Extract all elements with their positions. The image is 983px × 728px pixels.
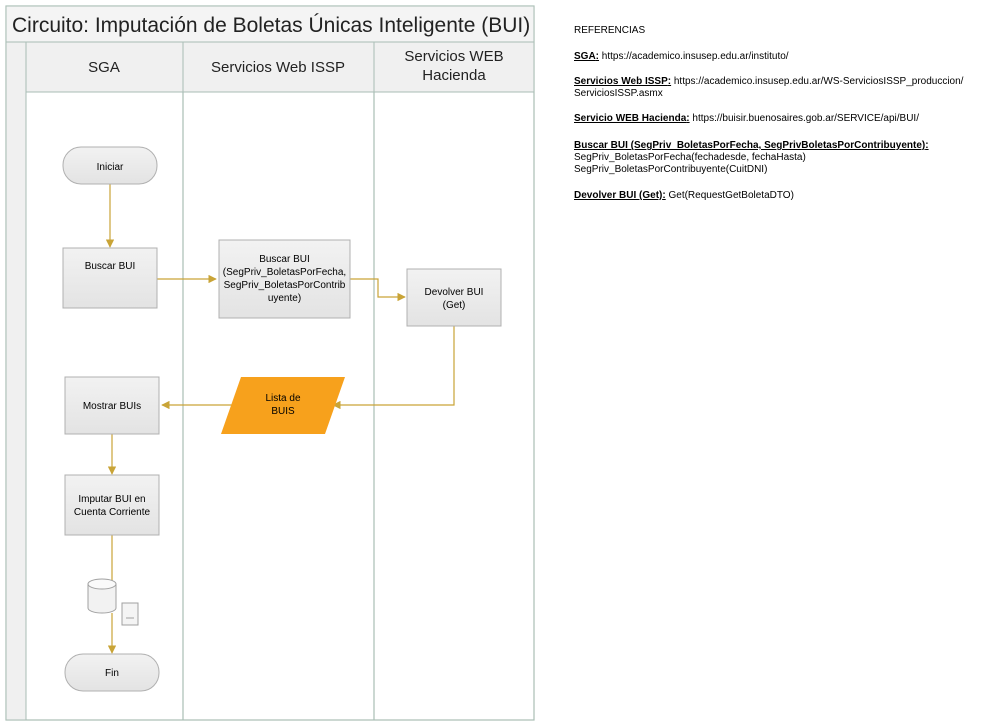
reference-term: Servicios Web ISSP	[574, 76, 668, 87]
reference-desc: https://buisir.buenosaires.gob.ar/SERVIC…	[692, 113, 919, 124]
database-icon	[87, 578, 117, 614]
reference-term: Buscar BUI (SegPriv_BoletasPorFecha, Seg…	[574, 140, 926, 151]
reference-term: SGA	[574, 51, 596, 62]
devolver-bui-line1: Devolver BUI	[425, 287, 484, 298]
start-terminator	[62, 146, 158, 185]
connector-issp-to-hacienda	[350, 278, 406, 302]
lista-buis-data	[221, 377, 345, 434]
devolver-bui-box	[406, 268, 502, 327]
document-icon	[121, 602, 139, 626]
buscar-bui-sga-box	[62, 247, 158, 309]
buscar-bui-issp-line2: (SegPriv_BoletasPorFecha,	[223, 267, 346, 278]
mostrar-buis-box	[64, 376, 160, 435]
buscar-bui-issp-line4: uyente)	[268, 293, 301, 304]
reference-sga: SGA: https://academico.insusep.edu.ar/in…	[574, 51, 789, 62]
pool-label-strip	[5, 41, 27, 721]
imputar-bui-line2: Cuenta Corriente	[74, 507, 151, 518]
lane-header-issp	[182, 41, 375, 93]
lane-label-sga: SGA	[88, 59, 120, 76]
devolver-bui-line2: (Get)	[443, 300, 466, 311]
reference-desc: https://academico.insusep.edu.ar/WS-Serv…	[574, 76, 964, 99]
lista-buis-line1: Lista de	[265, 393, 300, 404]
lane-header-hacienda	[373, 41, 535, 93]
reference-desc: Get(RequestGetBoletaDTO)	[668, 190, 794, 201]
end-label: Fin	[105, 668, 119, 679]
diagram-title: Circuito: Imputación de Boletas Únicas I…	[12, 14, 530, 37]
connector-hacienda-to-lista	[332, 326, 455, 410]
buscar-bui-issp-box	[218, 239, 351, 319]
reference-desc-line: SegPriv_BoletasPorContribuyente(CuitDNI)	[574, 164, 768, 175]
reference-desc: https://academico.insusep.edu.ar/institu…	[601, 51, 789, 62]
lane-label-issp: Servicios Web ISSP	[211, 59, 345, 76]
mostrar-buis-label: Mostrar BUIs	[83, 401, 141, 412]
title-bar	[5, 5, 535, 43]
lane-header-sga	[25, 41, 184, 93]
references-heading: REFERENCIAS	[574, 25, 646, 36]
reference-desc-line: SegPriv_BoletasPorFecha(fechadesde, fech…	[574, 152, 806, 163]
start-label: Iniciar	[97, 162, 124, 173]
lista-buis-line2: BUIS	[271, 406, 295, 417]
reference-buscar-bui: Buscar BUI (SegPriv_BoletasPorFecha, Seg…	[574, 140, 929, 175]
reference-issp: Servicios Web ISSP: https://academico.in…	[574, 76, 964, 99]
reference-term: Devolver BUI (Get)	[574, 190, 663, 201]
buscar-bui-issp-line1: Buscar BUI	[259, 254, 310, 265]
buscar-bui-sga-label: Buscar BUI	[85, 261, 136, 272]
imputar-bui-box	[64, 474, 160, 536]
reference-hacienda: Servicio WEB Hacienda: https://buisir.bu…	[574, 113, 919, 124]
buscar-bui-issp-line3: SegPriv_BoletasPorContrib	[224, 280, 346, 291]
end-terminator	[64, 653, 160, 692]
lane-label-hacienda-line2: Hacienda	[422, 67, 486, 84]
lane-label-hacienda-line1: Servicios WEB	[404, 48, 503, 65]
reference-devolver-bui: Devolver BUI (Get): Get(RequestGetBoleta…	[574, 190, 794, 201]
imputar-bui-line1: Imputar BUI en	[78, 494, 145, 505]
pool-frame	[5, 5, 535, 721]
reference-term: Servicio WEB Hacienda	[574, 113, 687, 124]
